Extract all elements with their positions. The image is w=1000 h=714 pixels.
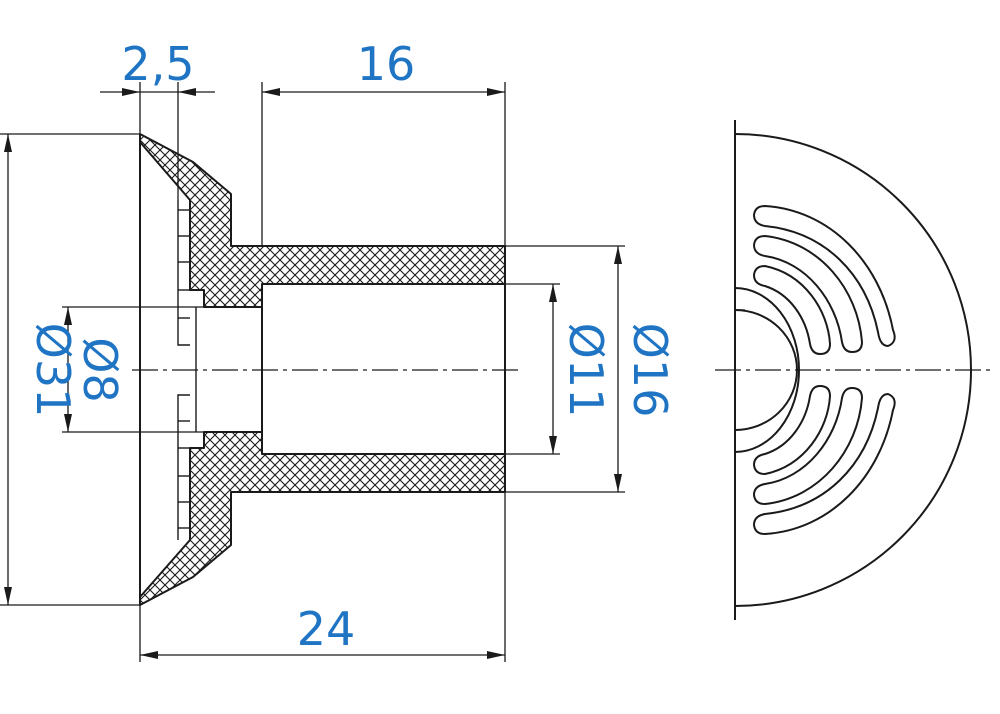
- dim-flange-diameter: Ø31: [26, 323, 80, 418]
- dim-bore-diameter: Ø8: [73, 337, 127, 402]
- section-hatch-lower: [139, 431, 506, 606]
- section-hatch-upper: [139, 133, 506, 308]
- dim-flange-thickness: 2,5: [121, 37, 194, 91]
- dim-sleeve-inner-diameter: Ø11: [559, 323, 613, 418]
- section-view: [132, 133, 520, 606]
- dimension-lines: [0, 82, 625, 662]
- lower-slots: [753, 385, 896, 535]
- dimension-labels: 2,5 16 24 Ø31 Ø8 Ø11 Ø16: [26, 37, 677, 656]
- upper-slots: [753, 205, 896, 355]
- dim-sleeve-outer-diameter: Ø16: [623, 323, 677, 418]
- dim-sleeve-length: 16: [357, 37, 416, 91]
- dim-total-length: 24: [297, 602, 356, 656]
- front-half-view: [715, 120, 995, 620]
